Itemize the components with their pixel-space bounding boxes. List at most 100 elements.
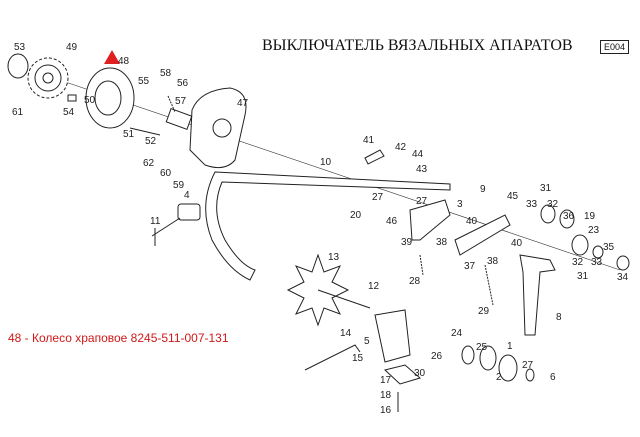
- callout-60: 60: [160, 168, 172, 179]
- part-11: [151, 217, 181, 237]
- part-39: [409, 199, 451, 241]
- callout-40: 40: [466, 216, 478, 227]
- callout-36: 36: [563, 211, 575, 222]
- callout-56: 56: [177, 78, 189, 89]
- part-37: [454, 214, 511, 256]
- part-25: [479, 345, 497, 371]
- part-4: [177, 203, 201, 221]
- callout-50: 50: [84, 95, 96, 106]
- callout-34: 34: [617, 272, 629, 283]
- part-41: [364, 149, 385, 165]
- part-27: [525, 368, 535, 382]
- callout-10: 10: [320, 157, 332, 168]
- callout-26: 26: [431, 351, 443, 362]
- callout-45: 45: [507, 191, 519, 202]
- callout-27: 27: [416, 196, 428, 207]
- callout-11: 11: [150, 216, 161, 227]
- callout-15: 15: [352, 353, 364, 364]
- callout-38: 38: [487, 256, 499, 267]
- callout-55: 55: [138, 76, 150, 87]
- part-12: [374, 309, 411, 363]
- part-14-rod: [304, 344, 361, 371]
- callout-43: 43: [416, 164, 428, 175]
- callout-49: 49: [66, 42, 78, 53]
- callout-5: 5: [364, 336, 370, 347]
- callout-44: 44: [412, 149, 424, 160]
- highlight-marker-icon: [104, 50, 120, 64]
- callout-3: 3: [457, 199, 463, 210]
- callout-40: 40: [511, 238, 523, 249]
- callout-48: 48: [118, 56, 130, 67]
- callout-35: 35: [603, 242, 615, 253]
- part-53: [7, 53, 29, 79]
- callout-4: 4: [184, 190, 190, 201]
- callout-53: 53: [14, 42, 26, 53]
- callout-47: 47: [237, 98, 249, 109]
- part-10-lever: [205, 171, 451, 281]
- callout-46: 46: [386, 216, 398, 227]
- callout-31: 31: [577, 271, 589, 282]
- callout-54: 54: [63, 107, 75, 118]
- callout-8: 8: [556, 312, 562, 323]
- callout-24: 24: [451, 328, 463, 339]
- plate-hole: [212, 118, 232, 138]
- part-26: [461, 345, 475, 365]
- callout-38: 38: [436, 237, 448, 248]
- callout-32: 32: [572, 257, 584, 268]
- callout-13: 13: [328, 252, 340, 263]
- part-51-shaft: [129, 127, 161, 136]
- part-30: [383, 364, 422, 385]
- callout-51: 51: [123, 129, 135, 140]
- part-13-shaft: [317, 289, 371, 309]
- callout-12: 12: [368, 281, 380, 292]
- callout-37: 37: [464, 261, 476, 272]
- part-34: [616, 255, 630, 271]
- callout-58: 58: [160, 68, 172, 79]
- part-36: [559, 209, 575, 229]
- callout-39: 39: [401, 237, 413, 248]
- callout-25: 25: [476, 342, 488, 353]
- callout-20: 20: [350, 210, 362, 221]
- callout-32: 32: [547, 199, 559, 210]
- callout-19: 19: [584, 211, 596, 222]
- part-29-spring: [484, 264, 494, 306]
- callout-62: 62: [143, 158, 155, 169]
- diagram-title: ВЫКЛЮЧАТЕЛЬ ВЯЗАЛЬНЫХ АПАРАТОВ: [262, 37, 573, 54]
- callout-2: 2: [496, 372, 502, 383]
- callout-42: 42: [395, 142, 407, 153]
- callout-28: 28: [409, 276, 421, 287]
- callout-59: 59: [173, 180, 185, 191]
- callout-9: 9: [480, 184, 486, 195]
- callout-33: 33: [526, 199, 538, 210]
- callout-30: 30: [414, 368, 426, 379]
- callout-14: 14: [340, 328, 352, 339]
- callout-61: 61: [12, 107, 24, 118]
- callout-23: 23: [588, 225, 600, 236]
- callout-17: 17: [380, 375, 392, 386]
- callout-27: 27: [372, 192, 384, 203]
- part-54: [67, 94, 77, 102]
- part-33: [592, 245, 604, 259]
- diagram-code: E004: [600, 40, 630, 54]
- callout-52: 52: [145, 136, 157, 147]
- part-28-spring: [419, 254, 424, 276]
- ratchet-hub: [94, 80, 122, 116]
- callout-18: 18: [380, 390, 392, 401]
- part-drawings: [7, 53, 630, 412]
- part-32b: [571, 234, 589, 256]
- callout-29: 29: [478, 306, 490, 317]
- callout-41: 41: [363, 135, 375, 146]
- callout-1: 1: [507, 341, 513, 352]
- callout-6: 6: [550, 372, 556, 383]
- callout-33: 33: [591, 257, 603, 268]
- part-32: [540, 204, 556, 224]
- gear-bore: [42, 72, 54, 84]
- callout-27: 27: [522, 360, 534, 371]
- part-caption: 48 - Колесо храповое 8245-511-007-131: [8, 331, 229, 345]
- part-1: [498, 354, 518, 382]
- part-8-bracket: [519, 254, 556, 336]
- part-52: [165, 108, 193, 130]
